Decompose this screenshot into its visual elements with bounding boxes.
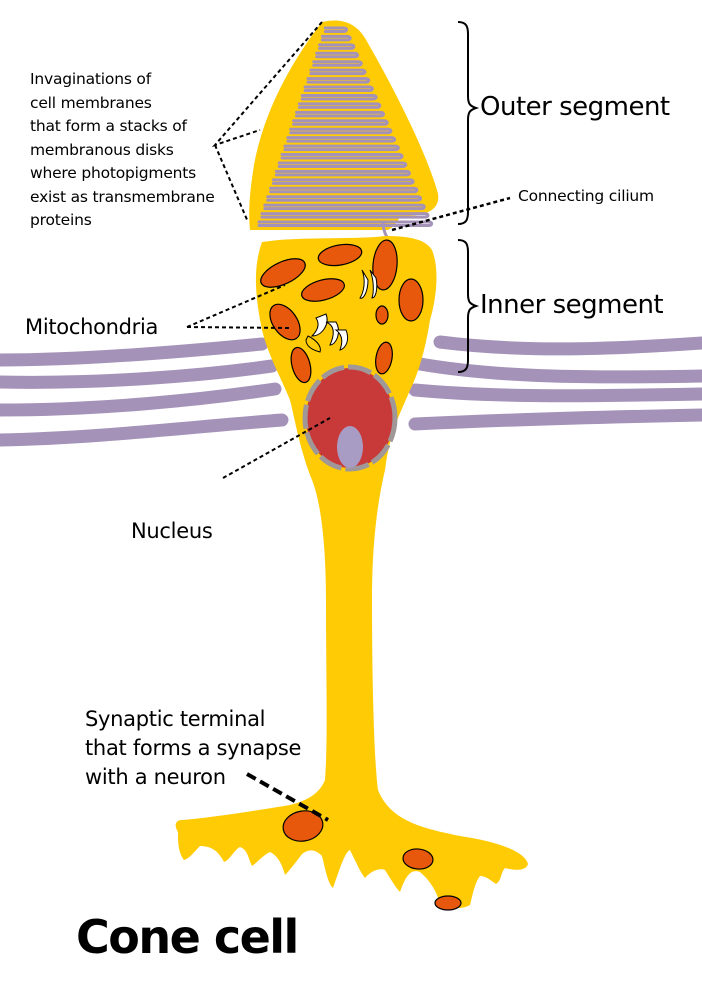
synaptic-terminal-line-3: with a neuron <box>85 765 226 789</box>
mitochondrion <box>402 848 434 870</box>
outer-segment-label: Outer segment <box>480 92 670 122</box>
mitochondrion <box>300 278 346 302</box>
membranous-disks <box>257 26 434 227</box>
synaptic-leader-line <box>246 772 329 822</box>
invaginations-label: Invaginations of cell membranes that for… <box>30 68 215 233</box>
invaginations-line-1: Invaginations of <box>30 70 151 88</box>
neighbour-fibres-right <box>408 335 702 431</box>
mitochondrion <box>282 810 324 842</box>
inner-segment-label: Inner segment <box>480 290 664 320</box>
membranous-disk-stack <box>257 26 434 227</box>
invaginations-line-5: where photopigments <box>30 164 197 182</box>
synaptic-terminal-label: Synaptic terminal that forms a synapse w… <box>85 705 301 792</box>
mitochondrion <box>375 341 393 375</box>
mitochondrion <box>372 239 398 291</box>
diagram-title: Cone cell <box>76 910 299 964</box>
invaginations-line-2: cell membranes <box>30 93 152 112</box>
mitochondrion <box>317 243 363 267</box>
mitochondrion <box>434 895 462 911</box>
mitochondria-group <box>260 239 462 911</box>
nucleus <box>302 364 398 472</box>
neighbour-fibres-left <box>0 337 289 447</box>
leader-lines <box>186 21 511 479</box>
nucleus-label: Nucleus <box>131 519 213 543</box>
mitochondrion <box>269 303 301 341</box>
invaginations-line-4: membranous disks <box>30 140 174 159</box>
mitochondrion <box>290 346 312 384</box>
mitochondrion <box>398 278 424 322</box>
segment-braces <box>457 21 480 373</box>
synaptic-terminal-line-1: Synaptic terminal <box>85 707 266 731</box>
invaginations-line-3: that form a stacks of <box>30 117 187 135</box>
mitochondrion <box>375 305 389 325</box>
connecting-cilium-label: Connecting cilium <box>518 187 654 205</box>
mitochondria-label: Mitochondria <box>25 315 159 339</box>
mitochondrion <box>260 258 306 288</box>
synaptic-terminal-line-2: that forms a synapse <box>85 736 302 760</box>
golgi-apparatus <box>305 269 378 353</box>
nucleolus <box>337 426 363 468</box>
invaginations-line-6: exist as transmembrane <box>30 187 215 206</box>
invaginations-line-7: proteins <box>30 211 92 229</box>
cell-body <box>175 236 528 909</box>
